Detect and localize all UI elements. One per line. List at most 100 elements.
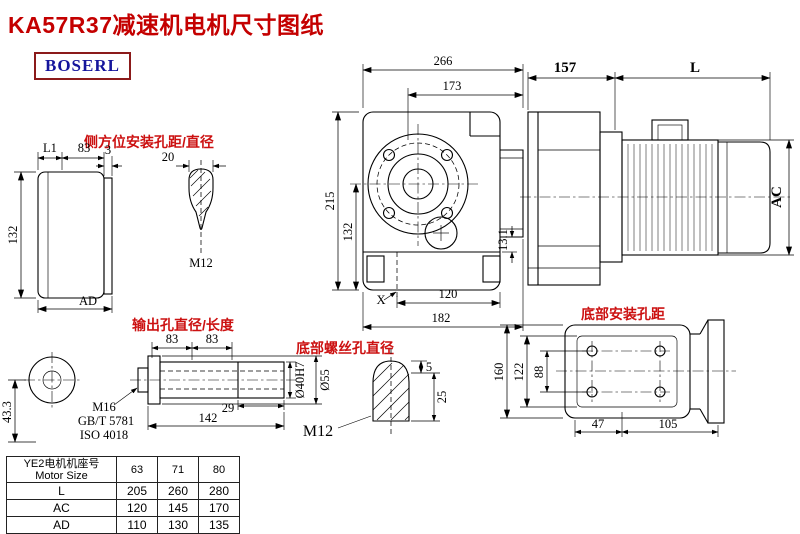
dim-label-25: 25 [435, 391, 449, 404]
table-cell: 130 [157, 516, 199, 534]
dim-160: 160 [492, 324, 563, 419]
dim-label-20: 20 [162, 150, 175, 164]
table-cell: 280 [198, 482, 240, 500]
dim-label-3: 3 [105, 143, 111, 157]
dim-label-142: 142 [199, 411, 218, 425]
side-flange-plate [103, 177, 113, 295]
output-shaft-view: 输出孔直径/长度 83 83 43.3 [0, 317, 332, 443]
dim-label-105: 105 [659, 417, 678, 431]
table-cell: 145 [157, 499, 199, 517]
dim-label-122: 122 [512, 363, 526, 382]
dim-L: L [614, 60, 771, 140]
table-row-L: L 205 260 280 [6, 482, 240, 500]
table-c0ell-size-63: 63 [116, 456, 158, 483]
dim-label-120: 120 [439, 287, 458, 301]
dim-label-AD: AD [79, 294, 97, 308]
dim-hub-55: Ø55 [162, 355, 332, 405]
dim-25: 25 [411, 372, 449, 422]
note-bottom-mount: 底部安装孔距 [581, 306, 665, 322]
motor-size-table: YE2电机机座号 Motor Size 63 71 80 L 205 260 2… [6, 456, 240, 534]
brand-logo-text: BOSERL [45, 56, 120, 75]
motor-cooling-fins [627, 144, 713, 251]
dim-13-1: 13.1 [496, 226, 517, 263]
dim-3: 3 [96, 143, 122, 176]
table-cell-size-80: 80 [198, 456, 240, 483]
brand-logo: BOSERL [34, 52, 131, 80]
table-cell: 260 [157, 482, 199, 500]
bottom-mount-view: 底部安装孔距 160 [492, 306, 736, 437]
foot-left [366, 255, 385, 283]
foot-right [482, 255, 501, 283]
dim-142: 142 [147, 406, 285, 430]
table-row-label: AC [6, 499, 117, 517]
side-view: 157 L AC [520, 60, 794, 286]
dim-132-front: 132 [341, 183, 360, 291]
fan-cover [718, 141, 771, 254]
dim-label-83a: 83 [166, 332, 179, 346]
table-header-en: Motor Size [35, 469, 88, 482]
dim-label-13-1: 13.1 [496, 229, 510, 251]
table-header-cn: YE2电机机座号 [23, 457, 100, 470]
dim-label-5: 5 [426, 360, 432, 374]
dim-43-3: 43.3 [0, 379, 36, 443]
side-bolt-detail: 20 M12 [162, 150, 226, 270]
bottom-screw-view: 底部螺丝孔直径 M12 5 25 [296, 340, 449, 440]
terminal-box [651, 119, 689, 141]
dim-157: 157 [527, 60, 616, 130]
dim-5: 5 [411, 360, 432, 374]
x-marker: X [376, 291, 397, 307]
dim-label-266: 266 [434, 54, 453, 68]
dim-182: 182 [362, 239, 524, 331]
dim-label-173: 173 [443, 79, 462, 93]
standard-label-gbt: GB/T 5781 [78, 414, 134, 428]
dim-173: 173 [407, 79, 524, 140]
dim-47-105: 47 105 [574, 412, 719, 437]
table-cell: 135 [198, 516, 240, 534]
dim-label-hub: Ø55 [318, 369, 332, 391]
dim-bore-40: Ø40H7 [286, 361, 307, 399]
table-row-AC: AC 120 145 170 [6, 499, 240, 517]
table-cell: 205 [116, 482, 158, 500]
front-view: 266 173 215 132 120 [323, 54, 524, 331]
dim-AC: AC [718, 139, 794, 256]
dim-122: 122 [512, 335, 577, 408]
table-row-label: AD [6, 516, 117, 534]
table-cell: 170 [198, 499, 240, 517]
dim-label-157: 157 [554, 60, 577, 76]
dim-label-88: 88 [532, 366, 546, 379]
table-header-motor-size: YE2电机机座号 Motor Size [6, 456, 117, 483]
dim-label-132-side: 132 [6, 226, 20, 245]
dim-266: 266 [362, 54, 524, 108]
dim-label-215: 215 [323, 192, 337, 211]
motor-flange-projection [707, 319, 725, 424]
note-output-hole: 输出孔直径/长度 [132, 317, 235, 333]
output-flange-circles [350, 124, 480, 246]
table-row-header: YE2电机机座号 Motor Size 63 71 80 [6, 456, 240, 483]
dim-120: 120 [396, 287, 501, 308]
note-bottom-screw: 底部螺丝孔直径 [296, 340, 394, 356]
thread-label-m16: M16 [92, 400, 116, 414]
page-title: KA57R37减速机电机尺寸图纸 [8, 12, 324, 38]
dim-132-side: 132 [6, 171, 36, 299]
dim-label-43-3: 43.3 [0, 401, 14, 423]
dim-label-160: 160 [492, 363, 506, 382]
gearbox-side-outline [527, 111, 601, 286]
dim-label-132: 132 [341, 223, 355, 242]
dim-label-L1: L1 [43, 141, 57, 155]
dim-label-182: 182 [432, 311, 451, 325]
table-row-AD: AD 110 130 135 [6, 516, 240, 534]
dim-L1: L1 [37, 141, 63, 170]
dim-label-47: 47 [592, 417, 605, 431]
table-cell-size-71: 71 [157, 456, 199, 483]
dim-29: 29 [222, 400, 285, 415]
standard-label-iso: ISO 4018 [80, 428, 128, 442]
x-label: X [376, 293, 385, 307]
table-cell: 110 [116, 516, 158, 534]
gearbox-body-outline [362, 111, 501, 291]
dim-label-bore: Ø40H7 [293, 362, 307, 399]
dim-label-L: L [690, 60, 700, 76]
secondary-bore [424, 216, 458, 250]
dim-88: 88 [532, 350, 587, 393]
